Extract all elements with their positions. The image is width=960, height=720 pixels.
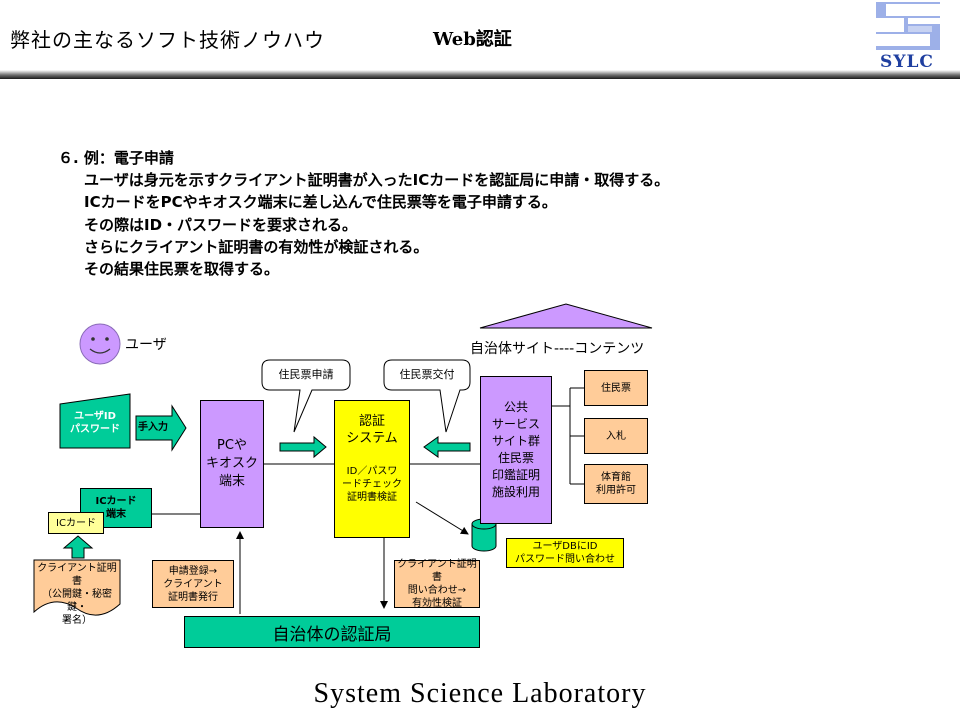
content-resident-box: 住民票 xyxy=(584,370,648,406)
auth-detail-line: 証明書検証 xyxy=(347,492,397,503)
body-line: その結果住民票を取得する。 xyxy=(84,260,280,279)
footer-text: System Science Laboratory xyxy=(313,678,647,709)
slide-subtitle: Web認証 xyxy=(433,29,512,50)
certificate-authority-box: 自治体の認証局 xyxy=(184,616,480,648)
ic-card-box: ICカード xyxy=(48,512,104,534)
callout-apply: 住民票申請 xyxy=(278,368,334,381)
body-line: ユーザは身元を示すクライアント証明書が入ったICカードを認証局に申請・取得する。 xyxy=(84,171,670,190)
apply-line: 申請登録→ xyxy=(168,565,218,577)
user-label: ユーザ xyxy=(125,337,167,353)
db-query-box: ユーザDBにID パスワード問い合わせ xyxy=(506,538,624,568)
service-line: 施設利用 xyxy=(491,485,540,499)
db-query-line: パスワード問い合わせ xyxy=(515,554,615,565)
section-heading: ６. 例：電子申請 xyxy=(58,149,174,167)
cert-doc-line: （公開鍵・秘密鍵・ xyxy=(42,589,112,613)
service-line: 印鑑証明 xyxy=(491,468,540,482)
db-query-line: ユーザDBにID xyxy=(532,541,598,552)
cert-doc-line: クライアント証明書 xyxy=(37,563,117,587)
apply-issue-box: 申請登録→ クライアント 証明書発行 xyxy=(152,560,234,608)
sylc-logo-icon xyxy=(876,2,940,50)
auth-detail-line: ードチェック xyxy=(342,479,402,490)
logo-text: SYLC xyxy=(880,52,934,72)
cert-doc-line: 署名） xyxy=(62,615,92,626)
site-label: 自治体サイト----コンテンツ xyxy=(470,341,645,357)
id-password-box: ユーザID パスワード xyxy=(62,410,128,436)
service-line: 公共 xyxy=(503,400,528,414)
callout-deliver: 住民票交付 xyxy=(399,368,455,381)
auth-title-line: 認証 xyxy=(358,414,385,429)
auth-system-box: 認証 システム ID／パスワ ードチェック 証明書検証 xyxy=(334,400,410,538)
pc-line: キオスク xyxy=(205,456,258,471)
cert-query-line: 有効性検証 xyxy=(412,598,462,609)
pc-kiosk-box: PCや キオスク 端末 xyxy=(200,400,264,528)
ic-terminal-line: 端末 xyxy=(106,509,126,520)
content-gym-box: 体育館 利用許可 xyxy=(584,464,648,504)
pc-line: 端末 xyxy=(218,474,245,489)
ic-terminal-line: ICカード xyxy=(95,496,137,507)
body-text: ６. 例：電子申請 ユーザは身元を示すクライアント証明書が入ったICカードを認証… xyxy=(58,147,669,280)
cert-query-box: クライアント証明書 問い合わせ→ 有効性検証 xyxy=(394,559,480,609)
body-line: さらにクライアント証明書の有効性が検証される。 xyxy=(84,237,429,256)
client-cert-doc: クライアント証明書 （公開鍵・秘密鍵・ 署名） xyxy=(34,562,120,627)
header-rule xyxy=(0,70,960,79)
apply-line: クライアント xyxy=(163,578,223,590)
cert-query-line: 問い合わせ→ xyxy=(407,585,467,596)
body-line: ICカードをPCやキオスク端末に差し込んで住民票等を電子申請する。 xyxy=(84,193,557,212)
id-label: ユーザID xyxy=(74,411,116,422)
apply-line: 証明書発行 xyxy=(168,591,218,603)
cert-query-line: クライアント証明書 xyxy=(397,559,477,583)
service-line: サービス xyxy=(491,417,540,431)
public-service-box: 公共 サービス サイト群 住民票 印鑑証明 施設利用 xyxy=(480,376,552,524)
manual-input-label: 手入力 xyxy=(138,422,168,433)
service-line: サイト群 xyxy=(491,434,540,448)
auth-detail-line: ID／パスワ xyxy=(346,466,398,477)
service-line: 住民票 xyxy=(497,451,534,465)
auth-title-line: システム xyxy=(346,431,398,446)
content-bid-box: 入札 xyxy=(584,418,648,454)
pc-line: PCや xyxy=(217,438,247,453)
password-label: パスワード xyxy=(70,424,120,435)
body-line: その際はID・パスワードを要求される。 xyxy=(84,215,358,234)
slide-title: 弊社の主なるソフト技術ノウハウ xyxy=(10,28,325,52)
